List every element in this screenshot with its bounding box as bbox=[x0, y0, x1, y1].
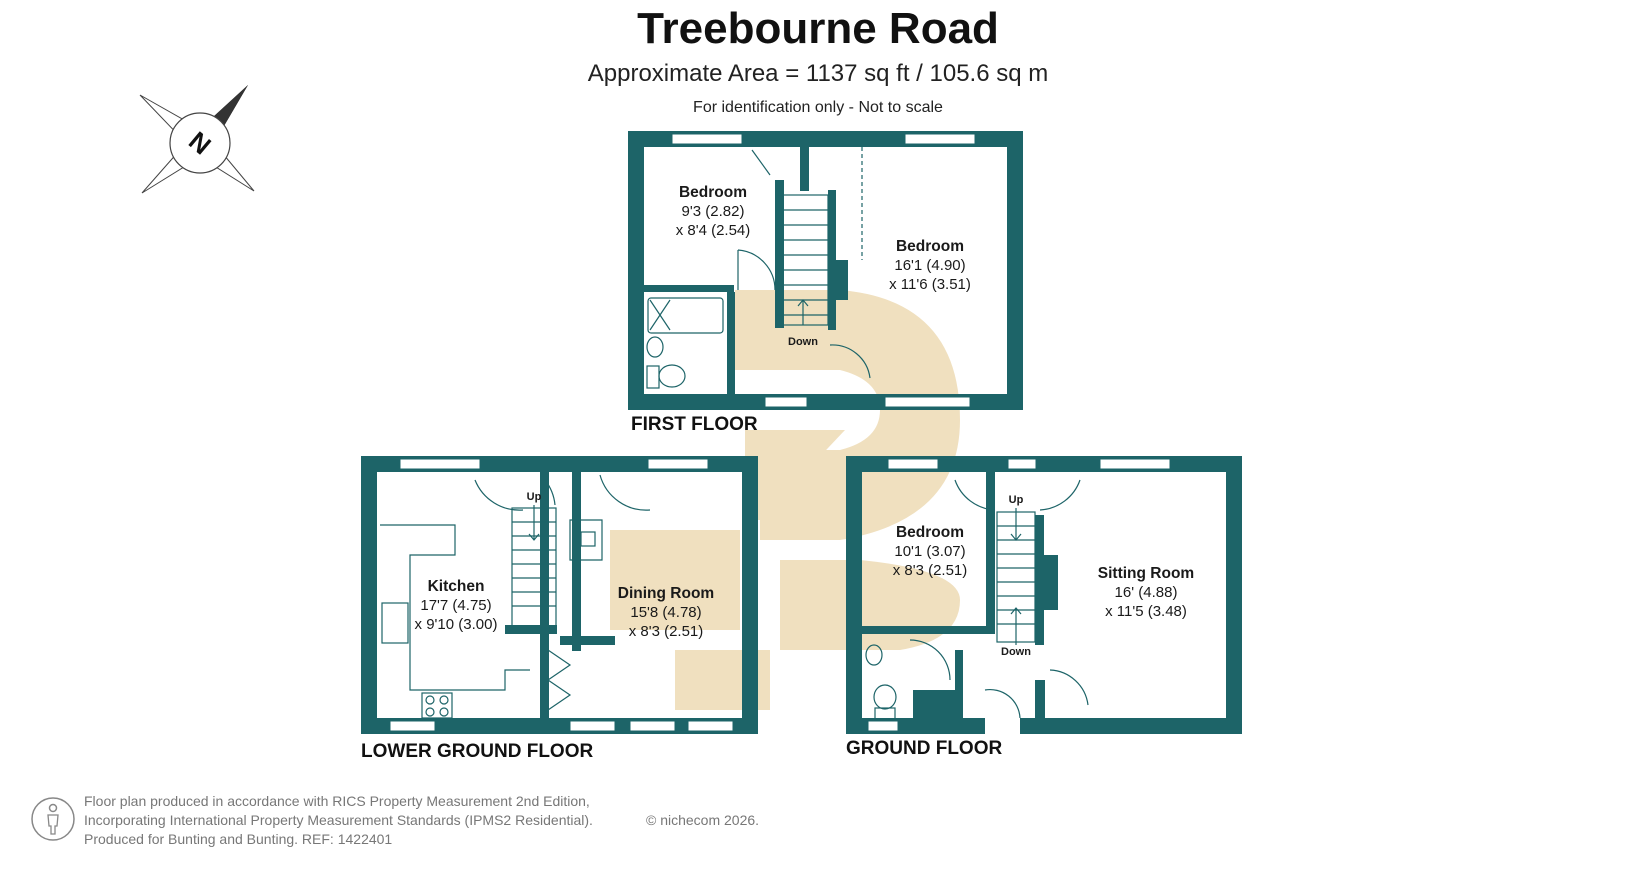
dining-room-name: Dining Room bbox=[618, 585, 714, 602]
ground-floor-label: GROUND FLOOR bbox=[846, 738, 1003, 759]
footer-text: Floor plan produced in accordance with R… bbox=[84, 792, 593, 849]
first-bedroom-1-name: Bedroom bbox=[679, 184, 747, 201]
person-info-icon bbox=[31, 797, 75, 841]
kitchen-dim2: x 9'10 (3.00) bbox=[415, 616, 498, 633]
dining-room-dim1: 15'8 (4.78) bbox=[630, 604, 701, 621]
copyright-brand: © nichecom 2026. bbox=[646, 812, 760, 828]
ground-bedroom-dim1: 10'1 (3.07) bbox=[894, 543, 965, 560]
kitchen-dim1: 17'7 (4.75) bbox=[420, 597, 491, 614]
north-compass-icon: N bbox=[139, 85, 255, 194]
ground-bedroom-dim2: x 8'3 (2.51) bbox=[893, 562, 968, 579]
sitting-room-dim1: 16' (4.88) bbox=[1115, 584, 1178, 601]
ground-stairs-up-label: Up bbox=[1009, 494, 1024, 506]
first-floor-label: FIRST FLOOR bbox=[631, 414, 758, 435]
first-bedroom-2-dim2: x 11'6 (3.51) bbox=[889, 276, 971, 293]
first-bedroom-1-dim2: x 8'4 (2.54) bbox=[676, 222, 751, 239]
lower-ground-floor-label: LOWER GROUND FLOOR bbox=[361, 741, 594, 762]
footer-line-1: Floor plan produced in accordance with R… bbox=[84, 793, 590, 809]
watermark-logo bbox=[610, 290, 960, 710]
first-floor-plan bbox=[628, 131, 1023, 410]
area-subtitle: Approximate Area = 1137 sq ft / 105.6 sq… bbox=[587, 60, 1049, 87]
sitting-room-dim2: x 11'5 (3.48) bbox=[1105, 603, 1187, 620]
footer-line-3: Produced for Bunting and Bunting. REF: 1… bbox=[84, 831, 393, 847]
footer-line-2: Incorporating International Property Mea… bbox=[84, 812, 593, 828]
page-title: Treebourne Road bbox=[637, 4, 999, 53]
ground-bedroom-name: Bedroom bbox=[896, 524, 964, 541]
ground-stairs-down-label: Down bbox=[1001, 646, 1031, 658]
sitting-room-name: Sitting Room bbox=[1098, 565, 1194, 582]
first-bedroom-2-name: Bedroom bbox=[896, 238, 964, 255]
lower-ground-floor-plan bbox=[361, 456, 758, 734]
first-bedroom-1-dim1: 9'3 (2.82) bbox=[682, 203, 745, 220]
first-bedroom-2-dim1: 16'1 (4.90) bbox=[894, 257, 965, 274]
dining-room-dim2: x 8'3 (2.51) bbox=[629, 623, 704, 640]
scale-note: For identification only - Not to scale bbox=[693, 99, 943, 116]
kitchen-name: Kitchen bbox=[428, 578, 485, 595]
first-stairs-down-label: Down bbox=[788, 336, 818, 348]
ground-floor-plan bbox=[846, 456, 1242, 734]
lower-stairs-up-label: Up bbox=[527, 491, 542, 503]
